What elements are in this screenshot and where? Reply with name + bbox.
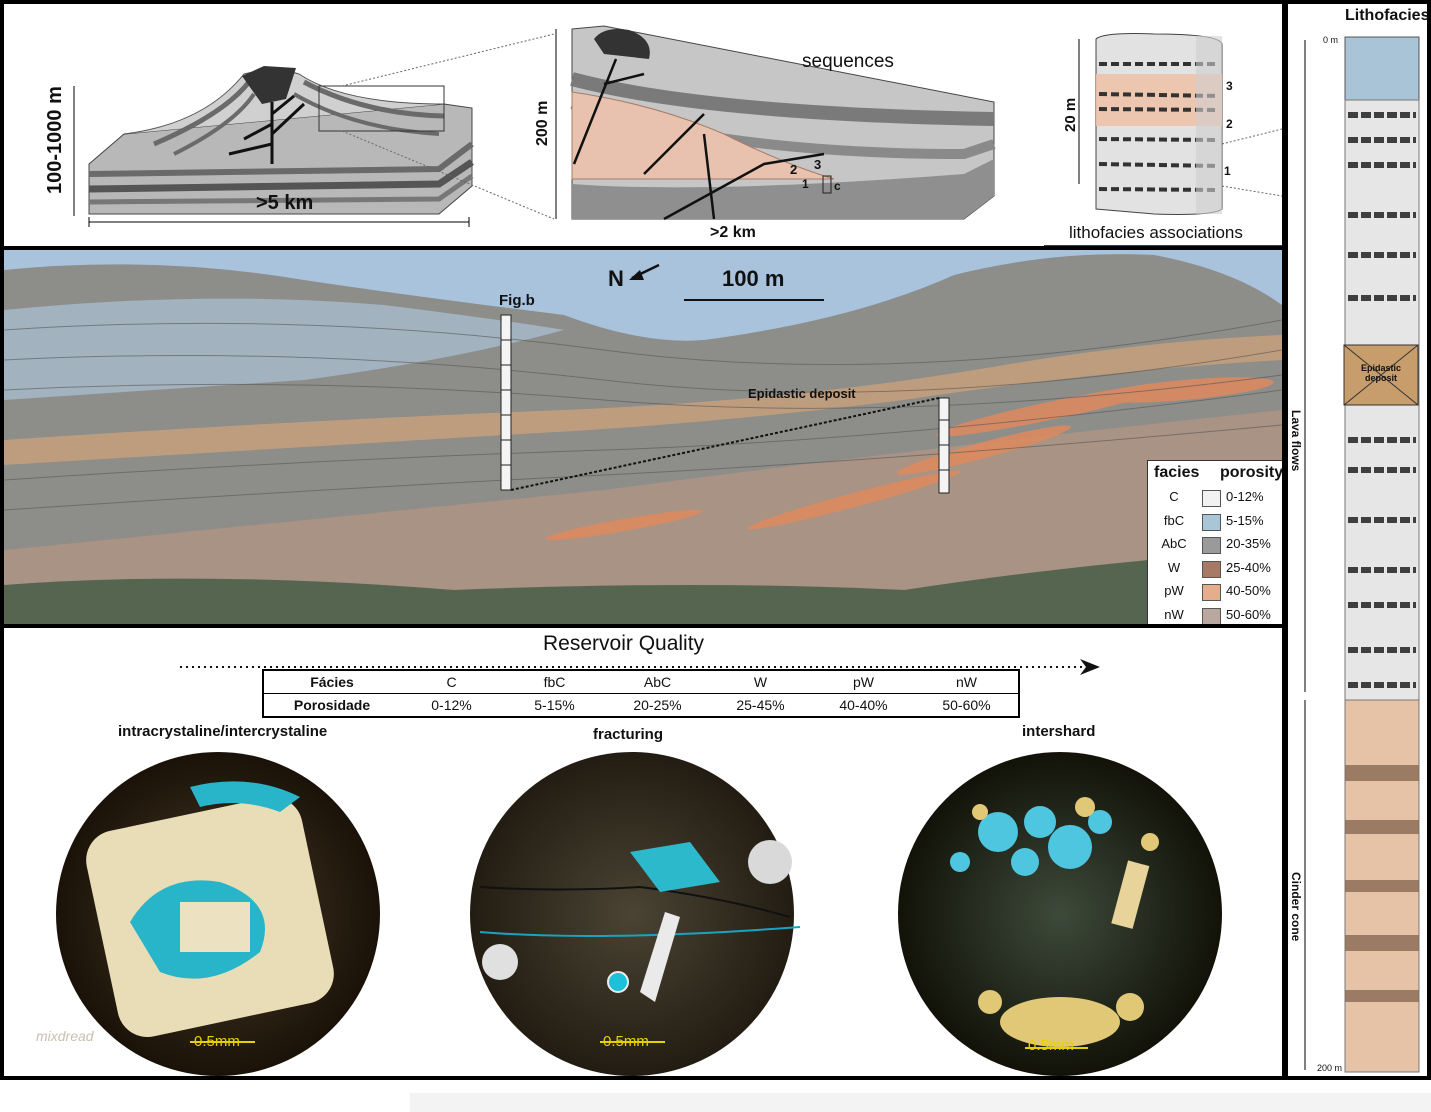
column-top-depth: 0 m [1323, 35, 1339, 45]
lithofacies-column-panel [1284, 0, 1431, 1080]
legend-facies: C [1169, 489, 1179, 504]
legend-swatch [1202, 560, 1221, 578]
legend-porosity: 50-60% [1226, 606, 1271, 622]
stratigraphic-log-left [500, 314, 512, 491]
sequences-title: sequences [802, 51, 894, 72]
legend-facies: fbC [1163, 512, 1185, 528]
column-deposit-label: Epidastic deposit [1360, 363, 1401, 383]
deposit-label: Epidastic deposit [748, 386, 856, 401]
column-title: Lithofacies [1345, 7, 1430, 24]
outcrop-photo [4, 250, 1282, 624]
porosity-cell: 5-15% [534, 697, 575, 713]
watermark: mixdread [36, 1028, 94, 1044]
porosity-cell: 40-40% [839, 697, 888, 713]
legend-porosity: 20-35% [1226, 536, 1271, 551]
sequence-label-1: 1 [802, 177, 809, 191]
scale-label-photo-1: 0.5mm [194, 1033, 240, 1050]
block2-height-label: 200 m [534, 100, 551, 146]
block-diagrams-svg [73, 25, 1282, 246]
porosity-cell: 50-60% [942, 697, 991, 713]
legend-porosity: 0-12% [1226, 489, 1264, 504]
block3-height-label: 20 m [1062, 97, 1079, 132]
photo-title-intershard: intershard [1022, 723, 1096, 740]
porosity-cell: 20-25% [633, 697, 682, 713]
block2-width-label: >2 km [710, 224, 756, 241]
porosity-table: Fácies C fbC AbC W pW nW Porosidade 0-12… [262, 669, 1020, 718]
column-bottom-depth: 200 m [1317, 1063, 1343, 1073]
lithofacies-cylinder [1044, 33, 1282, 246]
porosity-cell: 0-12% [431, 697, 472, 713]
fig-label: Fig.b [499, 292, 535, 309]
legend-swatch [1202, 537, 1221, 554]
quality-arrow [180, 659, 1100, 675]
reservoir-quality-title: Reservoir Quality [543, 632, 705, 655]
bottom-strip [410, 1093, 1431, 1112]
facies-cell: nW [915, 670, 1019, 694]
sequence-label-c: c [834, 179, 841, 193]
legend-facies: AbC [1161, 536, 1187, 551]
block1-width-label: >5 km [256, 192, 314, 214]
thin-section-fracturing [470, 752, 801, 1076]
photo-title-intracrystaline: intracrystaline/intercrystaline [118, 723, 328, 740]
volcano-block [73, 33, 555, 227]
legend-facies: nW [1164, 606, 1184, 622]
north-label: N [608, 266, 624, 291]
legend-facies: pW [1164, 583, 1184, 598]
cylinder-label-1: 1 [1224, 164, 1231, 178]
legend-porosity: 5-15% [1226, 512, 1264, 528]
sequence-label-2: 2 [790, 162, 798, 177]
facies-row-label: Fácies [263, 670, 400, 694]
legend-swatch [1202, 513, 1221, 531]
thin-section-intershard [898, 752, 1222, 1076]
stratigraphic-log-right [938, 397, 950, 494]
block1-height-label: 100-1000 m [44, 86, 66, 194]
facies-cell: AbC [606, 670, 709, 694]
legend-swatch [1202, 490, 1221, 507]
legend-porosity: 25-40% [1226, 559, 1271, 575]
photo-title-fracturing: fracturing [593, 726, 664, 743]
block-diagram-panel: 100-1000 m >5 km 200 m >2 km sequences 1… [0, 0, 1286, 250]
unit-lava-flows: Lava flows [1289, 410, 1303, 472]
scale-label: 100 m [722, 266, 785, 291]
facies-cell: C [400, 670, 503, 694]
legend-swatch [1202, 607, 1221, 624]
outcrop-photo-panel: N 100 m Fig.b Epidastic deposit facies p… [0, 246, 1286, 628]
scale-label-photo-2: 0.5mm [603, 1033, 649, 1050]
facies-cell: fbC [503, 670, 606, 694]
legend-header-facies: facies [1154, 464, 1200, 481]
legend-facies: W [1167, 559, 1181, 575]
cylinder-label-3: 3 [1226, 79, 1233, 93]
porosity-row-label: Porosidade [293, 697, 371, 713]
facies-row: Fácies C fbC AbC W pW nW [263, 670, 1019, 694]
porosity-legend: facies porosity C 0-12% fbC 5-15% AbC 20-35% W… [1147, 460, 1284, 624]
lithofacies-column [1304, 36, 1420, 1073]
correlation-line [510, 397, 940, 491]
lithofacies-caption: lithofacies associations [1069, 223, 1243, 242]
unit-cinder-cone: Cinder cone [1289, 872, 1303, 942]
facies-cell: W [709, 670, 812, 694]
porosity-row: Porosidade 0-12% 5-15% 20-25% 25-45% 40-… [263, 694, 1019, 718]
sequence-label-3: 3 [814, 157, 822, 172]
porosity-cell: 25-45% [736, 697, 785, 713]
sequences-block [555, 25, 996, 221]
scale-label-photo-3: 0.5mm [1028, 1037, 1074, 1054]
thin-section-intracrystaline [56, 752, 380, 1076]
facies-cell: pW [812, 670, 915, 694]
thin-section-photos [56, 752, 1222, 1076]
cylinder-label-2: 2 [1226, 117, 1233, 131]
legend-header-porosity: porosity [1220, 464, 1284, 481]
legend-swatch [1202, 584, 1221, 601]
legend-porosity: 40-50% [1226, 583, 1271, 598]
